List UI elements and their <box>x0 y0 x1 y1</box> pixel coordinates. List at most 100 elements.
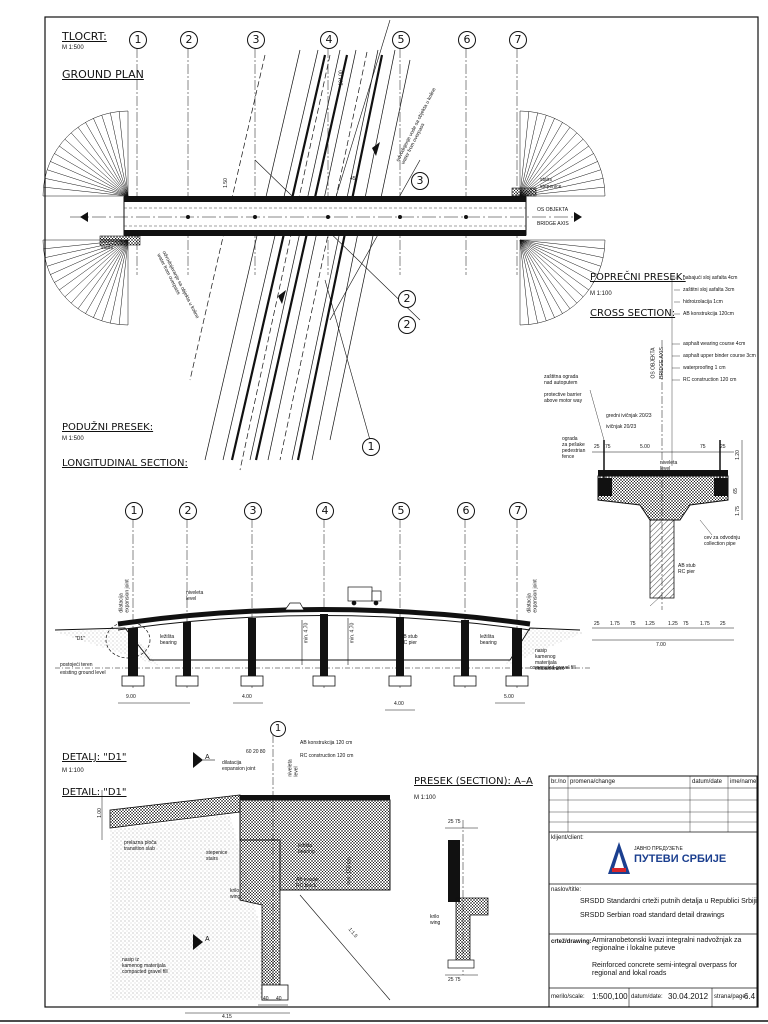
cross-layer-en-3: waterproofing 1 cm <box>683 365 726 371</box>
cross-guard-sr: zaštitna ograda nad autoputem <box>544 374 579 386</box>
tb-header-name: ime/name <box>730 779 757 785</box>
long-nasip: nasip kamenog materijala embankment <box>535 648 564 672</box>
detail-section-mark-top: A <box>205 754 210 761</box>
tb-page: 6.4 <box>744 992 756 1001</box>
section-aa-title: PRESEK (SECTION): A–A <box>414 776 533 787</box>
long-title-en: LONGITUDINAL SECTION: <box>62 458 188 469</box>
long-niveleta: niveleta level <box>186 590 204 602</box>
long-d1: "D1" <box>75 636 85 642</box>
tb-header-no: br./no <box>551 779 567 785</box>
cross-dim-bottom: 75 <box>683 621 689 627</box>
section-aa <box>445 820 489 976</box>
detail-stepenice: stepenice stairs <box>206 850 228 862</box>
tb-title-sr: SRSDD Standardni crteži putnih detalja u… <box>580 898 757 905</box>
plan-os-objekta: OS OBJEKTA <box>537 207 569 213</box>
cross-guard-en: protective barrier above motor way <box>544 392 583 404</box>
detail-prelazna: prelazna ploča transition slab <box>124 840 157 852</box>
plan-axis-label: 7 <box>509 31 527 49</box>
cross-layer-sr-3: hidroizolacija 1cm <box>683 299 723 305</box>
cross-dim-bottom: 1.25 <box>645 621 655 627</box>
plan-axis-label: 6 <box>458 31 476 49</box>
cross-dim-top: 5.00 <box>640 444 650 450</box>
cross-axis-en: BRIDGE AXIS <box>658 347 665 379</box>
cross-ograda: ograda za pešake pedestrian fence <box>562 436 586 460</box>
long-axis-label: 7 <box>509 502 527 520</box>
cross-axis-sr: OS OBJEKTA <box>650 347 657 379</box>
cross-dim-top: 25 <box>720 444 726 450</box>
stair-fan <box>519 110 606 197</box>
detail-left-dim: 1.00 <box>96 808 103 818</box>
cross-dim-bottom: 1.75 <box>610 621 620 627</box>
long-height-a: min. 4.70 <box>303 622 310 644</box>
tb-drawing-sr: Armiranobetonski kvazi integralni nadvož… <box>592 937 742 952</box>
cross-dim-bottom: 1.25 <box>668 621 678 627</box>
tb-header-change: promena/change <box>570 779 616 785</box>
detail-ab-konstr: AB konstrukcija 120 cm <box>300 740 353 746</box>
tb-scale: 1:500,100 <box>592 992 628 1001</box>
detail-top-dims: 60 20 80 <box>246 749 266 755</box>
long-dilatacija-left: dilatacija expansion joint <box>118 579 131 613</box>
plan-bridge-axis: BRIDGE AXIS <box>537 221 569 227</box>
company-logo <box>608 842 630 874</box>
cross-cev: cev za odvodnju collection pipe <box>704 535 741 547</box>
long-compacted: compacted gravel fill <box>530 665 576 671</box>
stair-fan <box>519 239 606 326</box>
long-axis-label: 2 <box>179 502 197 520</box>
plan-marker: 2 <box>398 316 416 334</box>
cross-layer-sr-1: habajući sloj asfalta 4cm <box>683 275 738 281</box>
plan-axis-label: 5 <box>392 31 410 49</box>
section-aa-dims-top: 25 75 <box>448 819 461 825</box>
tb-client-label: klijent/client: <box>551 835 584 841</box>
section-aa-scale: M 1:100 <box>414 795 436 801</box>
plan-angle: 45° <box>350 176 358 182</box>
tb-drawing-en: Reinforced concrete semi-integral overpa… <box>592 962 738 977</box>
plan-axis-label: 4 <box>320 31 338 49</box>
detail-nasip: nasip iz kamenog materijala compacted gr… <box>122 957 168 975</box>
plan-scale: M 1:500 <box>62 45 84 51</box>
cross-dim-top: 75 <box>605 444 611 450</box>
cross-dim-bottom: 25 <box>720 621 726 627</box>
long-terrain-en: existing ground level <box>60 670 106 676</box>
detail-dim-bottom-1: 4.15 <box>222 1014 232 1020</box>
long-dim-2: 4.00 <box>242 694 252 700</box>
title-block-frame <box>548 775 758 1008</box>
long-axis-label: 5 <box>392 502 410 520</box>
long-dim-1: 9.00 <box>126 694 136 700</box>
plan-axis-label: 2 <box>180 31 198 49</box>
cross-dim-height: 1.20 <box>734 450 741 460</box>
detail-dim-bottom-2: 40 <box>263 996 269 1002</box>
plan-axis-label: 1 <box>129 31 147 49</box>
long-dim-3: 4.00 <box>394 701 404 707</box>
cross-dim-height: 65 <box>732 488 739 494</box>
detail-krilo: krilo wing <box>230 888 241 900</box>
cross-scale: M 1:100 <box>590 291 612 297</box>
detail-axis-marker: 1 <box>270 721 286 737</box>
cross-title-en: CROSS SECTION: <box>590 308 676 319</box>
plan-dim-top: 104.00 <box>338 70 345 86</box>
cross-layer-sr-2: zaštitni sloj asfalta 3cm <box>683 287 735 293</box>
section-aa-krilo: krilo wing <box>430 914 441 926</box>
longitudinal-section <box>54 518 590 711</box>
detail-rc-konstr: RC construction 120 cm <box>300 753 354 759</box>
long-dim-4: 5.00 <box>504 694 514 700</box>
cross-ab-stub: AB stub RC pier <box>678 563 696 575</box>
long-axis-label: 4 <box>316 502 334 520</box>
detail-lezista: ležišta bearing <box>298 843 315 855</box>
tb-header-date: datum/date <box>692 779 723 785</box>
detail-title-sr: DETALJ: "D1" <box>62 752 127 763</box>
detail-section-mark-bottom: A <box>205 936 210 943</box>
plan-marker: 3 <box>411 172 429 190</box>
tb-company: ПУТЕВИ СРБИЈЕ <box>634 853 727 865</box>
long-dilatacija-right: dilatacija expansion joint <box>526 579 539 613</box>
cross-layer-en-2: asphalt upper binder course 3cm <box>683 353 756 359</box>
tb-crtez-label: crtež/drawing: <box>551 939 592 945</box>
tb-scale-label: merilo/scale: <box>551 994 585 1000</box>
plan-stairs-left: stepenice stairs <box>101 238 123 251</box>
stair-fan <box>42 239 129 326</box>
long-axis-label: 3 <box>244 502 262 520</box>
long-scale: M 1:500 <box>62 436 84 442</box>
detail-dilatacija: dilatacija expansion joint <box>222 760 256 772</box>
long-lezista-right: ležišta bearing <box>480 634 497 646</box>
long-axis-label: 6 <box>457 502 475 520</box>
